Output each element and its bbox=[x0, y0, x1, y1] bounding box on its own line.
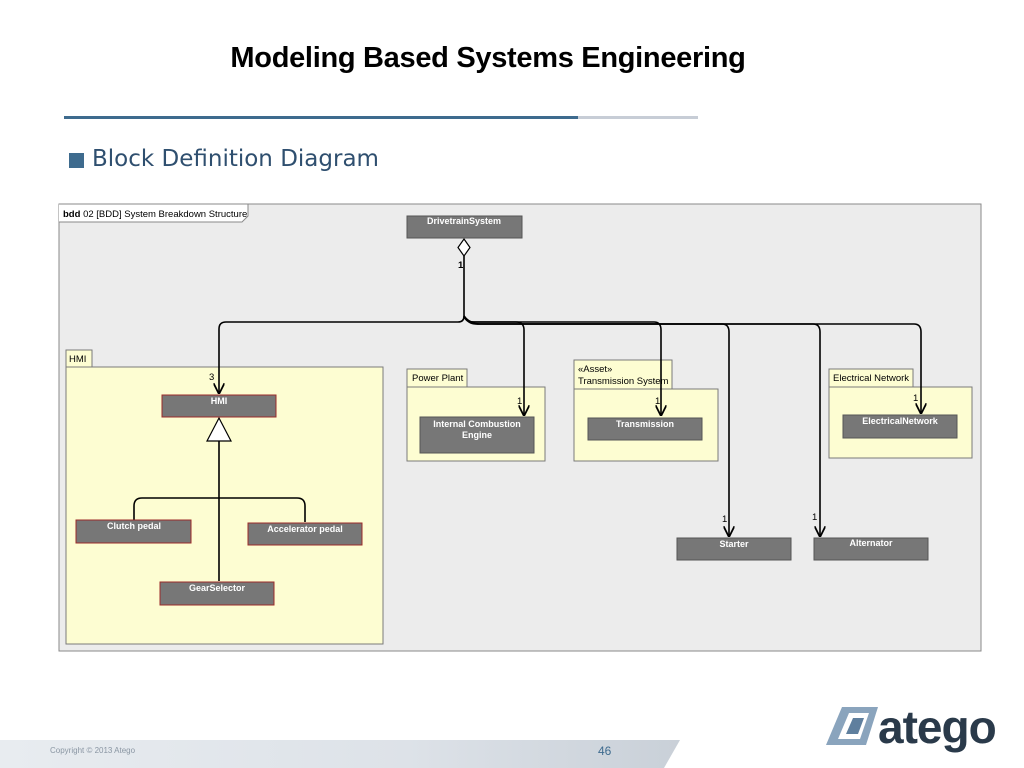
block-alternator-label: Alternator bbox=[849, 538, 893, 548]
block-clutch-pedal[interactable] bbox=[75, 519, 192, 544]
block-starter-label: Starter bbox=[719, 539, 749, 549]
aggregation-diamond-icon bbox=[457, 237, 471, 258]
block-gear-selector-label: GearSelector bbox=[189, 583, 246, 593]
title-underline bbox=[64, 116, 578, 119]
block-accelerator-pedal[interactable] bbox=[247, 522, 363, 546]
block-accelerator-pedal-label: Accelerator pedal bbox=[267, 524, 343, 534]
power-plant-package-label: Power Plant bbox=[412, 373, 464, 384]
block-hmi-label: HMI bbox=[211, 396, 228, 406]
transmission-multiplicity: 1 bbox=[655, 396, 660, 407]
block-electrical-network[interactable] bbox=[842, 414, 958, 439]
atego-logo-text: atego bbox=[878, 701, 997, 753]
atego-logo-icon bbox=[826, 707, 878, 745]
footer-band bbox=[0, 740, 680, 768]
block-engine-label-line1: Internal Combustion bbox=[433, 419, 521, 429]
title-underline-light bbox=[578, 116, 698, 119]
block-drivetrain-system[interactable] bbox=[406, 215, 523, 239]
generalization-connectors bbox=[133, 441, 306, 581]
block-alternator[interactable] bbox=[813, 537, 929, 561]
composition-connectors bbox=[219, 256, 921, 536]
root-multiplicity: 1 bbox=[458, 260, 464, 271]
page-number: 46 bbox=[598, 744, 612, 758]
engine-multiplicity: 1 bbox=[517, 396, 522, 407]
block-clutch-pedal-label: Clutch pedal bbox=[107, 521, 161, 531]
diagram-frame-tab bbox=[59, 203, 249, 223]
diagram-frame-label: bdd 02 [BDD] System Breakdown Structure bbox=[63, 209, 247, 220]
starter-multiplicity: 1 bbox=[722, 514, 727, 525]
transmission-package-label: Transmission System bbox=[578, 376, 669, 387]
hmi-package-label: HMI bbox=[69, 354, 86, 365]
slide-subtitle: Block Definition Diagram bbox=[92, 146, 379, 172]
block-drivetrain-system-label: DrivetrainSystem bbox=[427, 216, 501, 226]
bullet-square-icon bbox=[69, 153, 84, 168]
transmission-package-tab bbox=[573, 359, 673, 390]
block-internal-combustion-engine[interactable] bbox=[419, 416, 535, 454]
hmi-multiplicity: 3 bbox=[209, 372, 214, 383]
alternator-multiplicity: 1 bbox=[812, 512, 817, 523]
electrical-multiplicity: 1 bbox=[913, 393, 918, 404]
block-transmission[interactable] bbox=[587, 417, 703, 441]
electrical-package-label: Electrical Network bbox=[833, 373, 909, 384]
slide-title: Modeling Based Systems Engineering bbox=[230, 42, 746, 74]
block-engine-label-line2: Engine bbox=[462, 430, 492, 440]
generalization-triangle-icon bbox=[206, 416, 232, 442]
block-gear-selector[interactable] bbox=[159, 581, 275, 606]
block-hmi[interactable] bbox=[161, 394, 277, 418]
block-transmission-label: Transmission bbox=[616, 419, 674, 429]
transmission-package-stereotype: «Asset» bbox=[578, 364, 612, 375]
block-electrical-network-label: ElectricalNetwork bbox=[862, 416, 939, 426]
block-starter[interactable] bbox=[676, 537, 792, 561]
footer-copyright: Copyright © 2013 Atego bbox=[50, 746, 136, 755]
